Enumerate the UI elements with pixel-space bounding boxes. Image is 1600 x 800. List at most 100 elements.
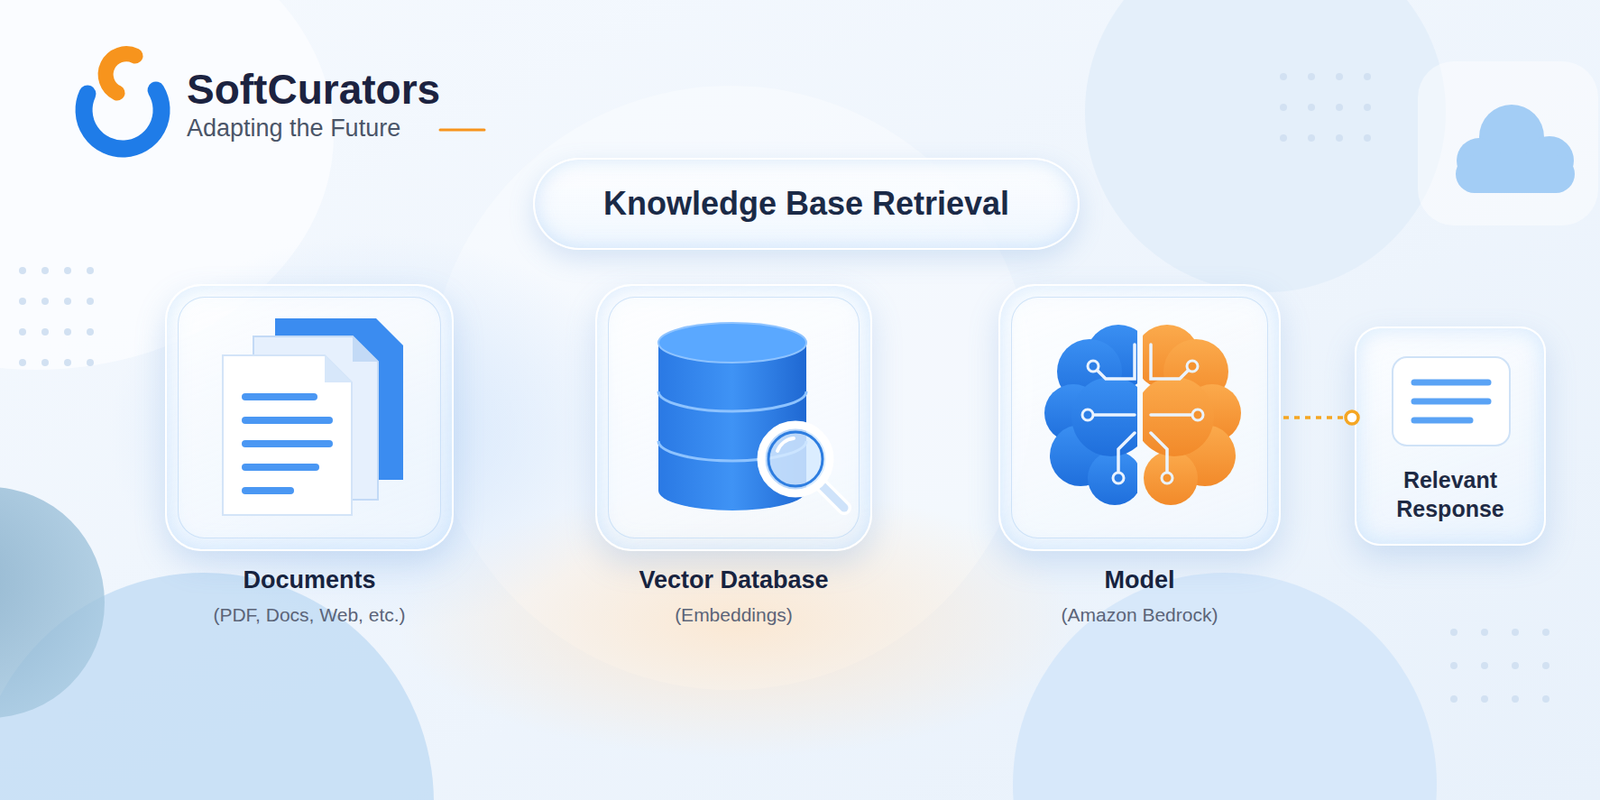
dot-grids <box>18 73 1550 703</box>
text-line <box>1414 417 1471 424</box>
paper-fold <box>324 355 352 383</box>
glass-panel <box>1417 61 1599 226</box>
paper-middle <box>253 336 378 500</box>
process-box: Documents(PDF, Docs, Web, etc.) <box>165 284 454 552</box>
grid-dot <box>64 328 72 336</box>
text-line <box>245 487 291 495</box>
magnifier-shine <box>777 438 794 451</box>
grid-dot <box>18 266 27 275</box>
node-title: Relevant Response <box>1370 465 1530 524</box>
circuit-node <box>1082 409 1094 421</box>
cylinder-body <box>658 342 807 511</box>
grid-dot <box>1511 628 1519 636</box>
circuit-line <box>1150 344 1193 379</box>
grid-dot <box>41 266 49 275</box>
node-caption: Relevant Response <box>1370 465 1530 524</box>
logo-arc <box>105 54 136 93</box>
circuit-node <box>1192 409 1204 421</box>
circuit-line <box>1150 413 1198 417</box>
brain-lobe <box>1057 339 1122 405</box>
circuit-line <box>1150 432 1168 479</box>
node-subtitle: (Embeddings) <box>533 603 934 627</box>
magnifier-handle <box>822 486 845 508</box>
response-icon <box>1392 357 1510 446</box>
brain-lobe <box>1142 377 1214 457</box>
grid-dot <box>64 358 72 367</box>
process-box: Model(Amazon Bedrock) <box>998 284 1281 552</box>
grid-dot <box>1450 695 1458 703</box>
circuit-line <box>1087 413 1135 417</box>
cylinder-top <box>658 322 807 363</box>
grid-dot <box>64 266 72 275</box>
brain-lobe <box>1044 384 1103 442</box>
grid-dot <box>1363 134 1371 142</box>
output-box: Relevant Response <box>1354 326 1546 546</box>
grid-dot <box>1542 628 1550 636</box>
grid-dot <box>41 358 49 367</box>
brain-lobe <box>1174 424 1236 487</box>
grid-dot <box>1363 73 1371 81</box>
brain-lobe <box>1049 424 1112 487</box>
cylinder-band <box>658 441 807 461</box>
node-subtitle: (Amazon Bedrock) <box>937 603 1343 627</box>
grid-dot <box>1307 103 1315 111</box>
node-caption: Vector Database (Embeddings) <box>533 565 934 627</box>
circuit-node <box>1112 472 1124 484</box>
node-caption: Model(Amazon Bedrock) <box>937 565 1343 627</box>
grid-dot <box>1279 103 1288 111</box>
brand-name: SoftCurators <box>186 68 441 111</box>
text-line <box>245 393 314 401</box>
circuit-line <box>1093 344 1135 379</box>
logo-arc <box>83 90 162 149</box>
flow-arrow <box>879 415 990 420</box>
flow-arrow <box>464 415 587 420</box>
grid-dot <box>1363 103 1371 111</box>
brain-right <box>1142 324 1242 506</box>
grid-dot <box>1480 628 1489 636</box>
dashed-connector <box>1283 415 1352 420</box>
text-line <box>245 416 330 424</box>
grid-dot <box>1511 695 1519 703</box>
node-title: Vector Database <box>533 565 934 597</box>
brain-lobe <box>1143 450 1198 506</box>
grid-dot <box>41 297 49 305</box>
circuit-lines <box>1087 344 1198 479</box>
response-card <box>1392 357 1510 446</box>
magnifier-lens <box>761 424 830 494</box>
grid-dot <box>1542 662 1550 670</box>
circuit-line <box>1118 432 1135 479</box>
brain-lobe <box>1087 450 1138 506</box>
text-line <box>245 440 330 448</box>
brain-lobe <box>1085 324 1138 390</box>
paper-front <box>222 355 352 515</box>
background-glow <box>108 234 650 632</box>
cloud-part <box>1455 155 1575 194</box>
grid-dot <box>86 266 94 275</box>
node-caption: Documents(PDF, Docs, Web, etc.) <box>103 565 515 627</box>
documents-icon <box>222 318 404 515</box>
grid-dot <box>1279 73 1288 81</box>
background-blob <box>0 487 105 718</box>
circuit-node <box>1087 360 1099 372</box>
tagline-accent <box>440 128 485 132</box>
grid-dot <box>1279 134 1288 142</box>
process-box: Vector Database(Embeddings) <box>595 284 873 552</box>
grid-dot <box>1450 662 1458 670</box>
brand-tagline: Adapting the Future <box>186 116 401 141</box>
paper-back <box>275 318 404 480</box>
node-subtitle: (PDF, Docs, Web, etc.) <box>103 603 515 627</box>
grid-dot <box>18 297 27 305</box>
cylinder-band <box>658 391 807 412</box>
paper-fold <box>352 336 378 362</box>
grid-dot <box>18 358 27 367</box>
text-line <box>245 463 316 471</box>
grid-dot <box>1450 628 1458 636</box>
grid-dot <box>1307 73 1315 81</box>
circuit-node <box>1161 472 1173 484</box>
title-pill: Knowledge Base Retrieval <box>533 157 1080 250</box>
grid-dot <box>1542 695 1550 703</box>
brain-icon <box>1044 324 1242 506</box>
grid-dot <box>1511 662 1519 670</box>
magnifier-handle <box>822 486 845 508</box>
